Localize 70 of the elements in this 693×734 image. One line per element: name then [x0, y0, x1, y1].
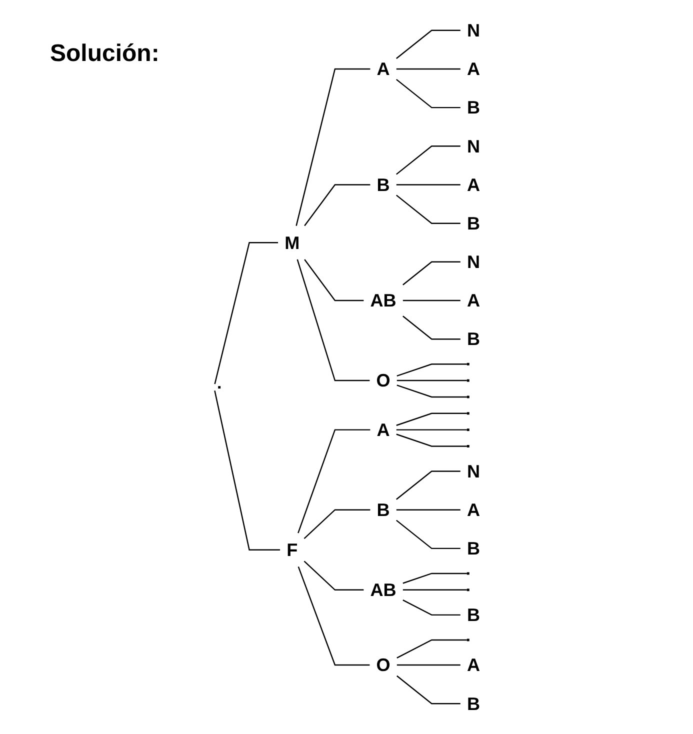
- branch-label: A: [376, 420, 390, 440]
- branch-label: B: [376, 500, 390, 520]
- connector: [214, 390, 280, 550]
- branch-label: B: [466, 328, 480, 350]
- connector: [214, 242, 278, 384]
- connector: [396, 364, 466, 377]
- branch-label: F: [286, 540, 298, 560]
- branch-label: A: [466, 290, 480, 311]
- connector: [402, 600, 460, 616]
- connector: [402, 316, 460, 340]
- branch-end-point: [466, 362, 469, 366]
- connector: [396, 429, 466, 430]
- branch-label: A: [466, 174, 480, 195]
- connector: [296, 259, 370, 382]
- connector: [396, 78, 460, 108]
- connector: [396, 470, 460, 500]
- branch-label: A: [466, 500, 480, 520]
- branch-end-point: [466, 588, 469, 592]
- connector: [396, 675, 460, 704]
- connector: [396, 520, 460, 550]
- connector: [303, 560, 364, 590]
- branch-end-point: [466, 396, 469, 398]
- branch-label: B: [466, 538, 480, 559]
- connector: [303, 509, 370, 540]
- branch-end-point: [466, 445, 469, 448]
- branch-label: N: [466, 20, 480, 41]
- branch-end-point: [466, 412, 469, 415]
- branch-label: O: [376, 654, 390, 676]
- connector: [402, 300, 460, 302]
- connector: [396, 380, 466, 382]
- branch-label: A: [466, 58, 480, 80]
- connector: [396, 68, 460, 70]
- connector: [304, 184, 370, 226]
- branch-label: AB: [370, 580, 396, 600]
- branch-label: B: [466, 97, 480, 118]
- connector: [295, 68, 370, 226]
- branch-label: A: [466, 654, 480, 676]
- branch-label: A: [376, 58, 390, 80]
- branch-label: N: [466, 136, 480, 156]
- branch-label: N: [466, 252, 480, 272]
- branch-end-point: [218, 386, 220, 389]
- branch-end-point: [466, 572, 469, 575]
- connector: [402, 572, 466, 584]
- connector: [297, 429, 370, 534]
- connector: [396, 664, 460, 666]
- branch-label: O: [376, 370, 390, 391]
- branch-end-point: [466, 428, 469, 432]
- connector: [396, 384, 466, 398]
- branch-end-point: [466, 638, 469, 642]
- branch-label: M: [284, 232, 300, 253]
- connector: [402, 589, 466, 590]
- connector: [396, 509, 460, 510]
- connector: [396, 434, 466, 447]
- connector: [396, 412, 466, 426]
- branch-label: N: [466, 461, 480, 482]
- branch-label: B: [376, 174, 390, 195]
- branch-label: AB: [370, 290, 396, 311]
- connector: [396, 30, 460, 60]
- connector: [396, 146, 460, 175]
- title: Solución:: [50, 40, 160, 68]
- branch-label: B: [466, 604, 480, 626]
- branch-label: B: [466, 213, 480, 234]
- branch-end-point: [466, 379, 469, 382]
- connector: [396, 184, 460, 186]
- branch-label: B: [466, 693, 480, 714]
- connector: [396, 194, 460, 224]
- connector: [304, 259, 364, 302]
- connector: [396, 639, 466, 659]
- connector: [402, 261, 460, 286]
- connector: [297, 566, 370, 666]
